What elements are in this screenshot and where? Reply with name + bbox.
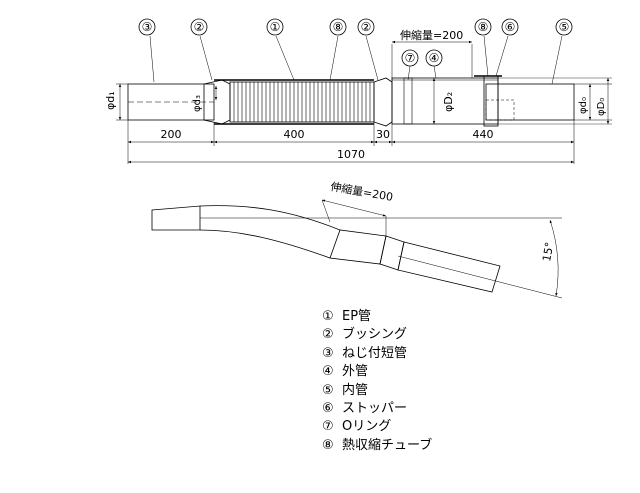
callout-3: ③	[142, 20, 153, 34]
legend-text: ブッシング	[342, 327, 408, 343]
callout-8a: ⑧	[333, 20, 344, 34]
extension-label-bottom: 伸縮量=200	[329, 179, 394, 204]
legend-item: ③ ねじ付短管	[322, 345, 432, 363]
legend-item: ⑥ ストッパー	[322, 400, 432, 418]
phi-d0-label: φd₀	[578, 97, 589, 114]
o-ring	[403, 77, 413, 125]
bent-assembly	[151, 199, 563, 299]
callout-1: ①	[270, 20, 281, 34]
callout-5: ⑤	[559, 20, 570, 34]
angle-arc	[549, 219, 559, 297]
inner-pipe-hidden	[485, 99, 515, 121]
phi-D0-label: φD₀	[596, 98, 607, 116]
angle-label: 15°	[540, 241, 556, 262]
dim-400: 400	[284, 128, 305, 141]
callout-7: ⑦	[405, 51, 416, 65]
callout-circle	[266, 18, 284, 36]
bent-threaded-pipe	[151, 205, 201, 231]
legend-number: ③	[322, 345, 334, 361]
legend-text: 熱収縮チューブ	[342, 437, 433, 453]
callouts	[138, 18, 573, 67]
legend-item: ② ブッシング	[322, 326, 432, 344]
bent-ep-bottom	[199, 229, 331, 259]
callout-circle	[329, 18, 347, 36]
legend-text: ねじ付短管	[342, 345, 408, 361]
bent-coupling	[329, 229, 387, 265]
straight-assembly	[116, 35, 612, 164]
legend-number: ④	[322, 364, 334, 380]
callout-2a: ②	[194, 20, 205, 34]
angle-line	[397, 255, 563, 299]
legend-number: ⑤	[322, 382, 334, 398]
callout-circle	[357, 18, 375, 36]
callout-circle	[425, 49, 443, 67]
callout-4: ④	[429, 51, 440, 65]
bent-ep-top	[199, 205, 341, 231]
extension-label-top: 伸縮量=200	[400, 28, 463, 42]
phi-d3-label: φd₃	[192, 95, 203, 112]
callout-circle	[190, 18, 208, 36]
legend-number: ⑦	[322, 419, 334, 435]
phi-d1-label: φd₁	[104, 91, 117, 110]
legend-number: ②	[322, 327, 334, 343]
callout-circle	[401, 49, 419, 67]
legend-item: ④ 外管	[322, 363, 432, 381]
legend-text: ストッパー	[342, 400, 408, 416]
legend-item: ⑤ 内管	[322, 382, 432, 400]
callout-6: ⑥	[505, 20, 516, 34]
callout-circle	[138, 18, 156, 36]
bent-bushing	[379, 235, 405, 271]
legend-item: ① EP管	[322, 308, 432, 326]
callout-circle	[474, 18, 492, 36]
callout-circle	[501, 18, 519, 36]
legend-item: ⑧ 熱収縮チューブ	[322, 437, 432, 455]
bushing-right	[373, 77, 393, 127]
legend-text: 外管	[342, 364, 369, 380]
legend-text: Oリング	[342, 419, 392, 435]
legend-text: 内管	[342, 382, 369, 398]
dim-200: 200	[161, 128, 182, 141]
legend-text: EP管	[342, 309, 372, 324]
ep-pipe	[229, 81, 375, 123]
dim-1070: 1070	[337, 148, 365, 161]
bent-extension-dim	[321, 199, 387, 217]
legend: ① EP管 ② ブッシング ③ ねじ付短管 ④ 外管 ⑤ 内管 ⑥ ストッパー ⑦ Oリング ⑧ 熱収縮チュー…	[322, 308, 432, 455]
legend-number: ⑧	[322, 437, 334, 453]
callout-8b: ⑧	[478, 20, 489, 34]
callout-2b: ②	[361, 20, 372, 34]
inner-pipe	[485, 83, 575, 121]
phi-D2-label: φD₂	[442, 92, 455, 112]
dim-30: 30	[376, 128, 390, 141]
legend-number: ①	[322, 309, 334, 324]
bushing-left	[203, 79, 231, 125]
callout-circle	[555, 18, 573, 36]
legend-item: ⑦ Oリング	[322, 418, 432, 436]
dim-440: 440	[473, 128, 494, 141]
legend-number: ⑥	[322, 400, 334, 416]
bent-inner-pipe	[397, 241, 501, 293]
